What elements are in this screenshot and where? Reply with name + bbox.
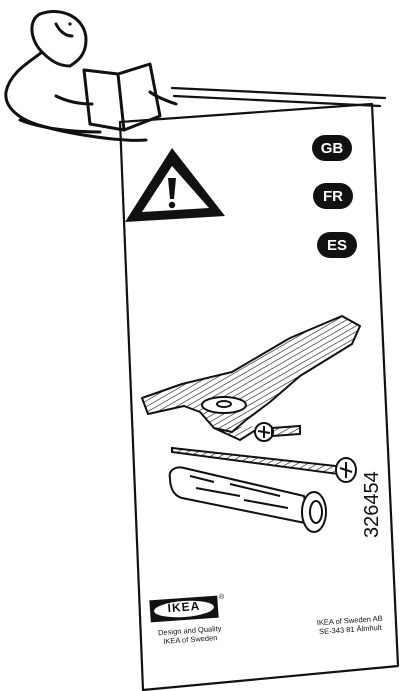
wall-plug-icon [168,466,327,533]
warning-triangle-icon [125,148,225,222]
screw-icon [254,422,301,442]
language-badge-fr: FR [313,183,353,209]
wall-bracket-icon [141,315,361,441]
language-badge-gb: GB [312,135,352,161]
washer-icon [201,396,247,414]
registered-mark: ® [219,594,225,601]
ikea-logo: IKEA [167,598,201,616]
article-number: 326454 [361,471,383,538]
booklet-outline [118,102,400,691]
ikea-logo-frame [149,595,219,623]
language-badge-es: ES [317,232,357,258]
long-screw-icon [171,446,357,483]
reading-person-icon [4,10,178,142]
